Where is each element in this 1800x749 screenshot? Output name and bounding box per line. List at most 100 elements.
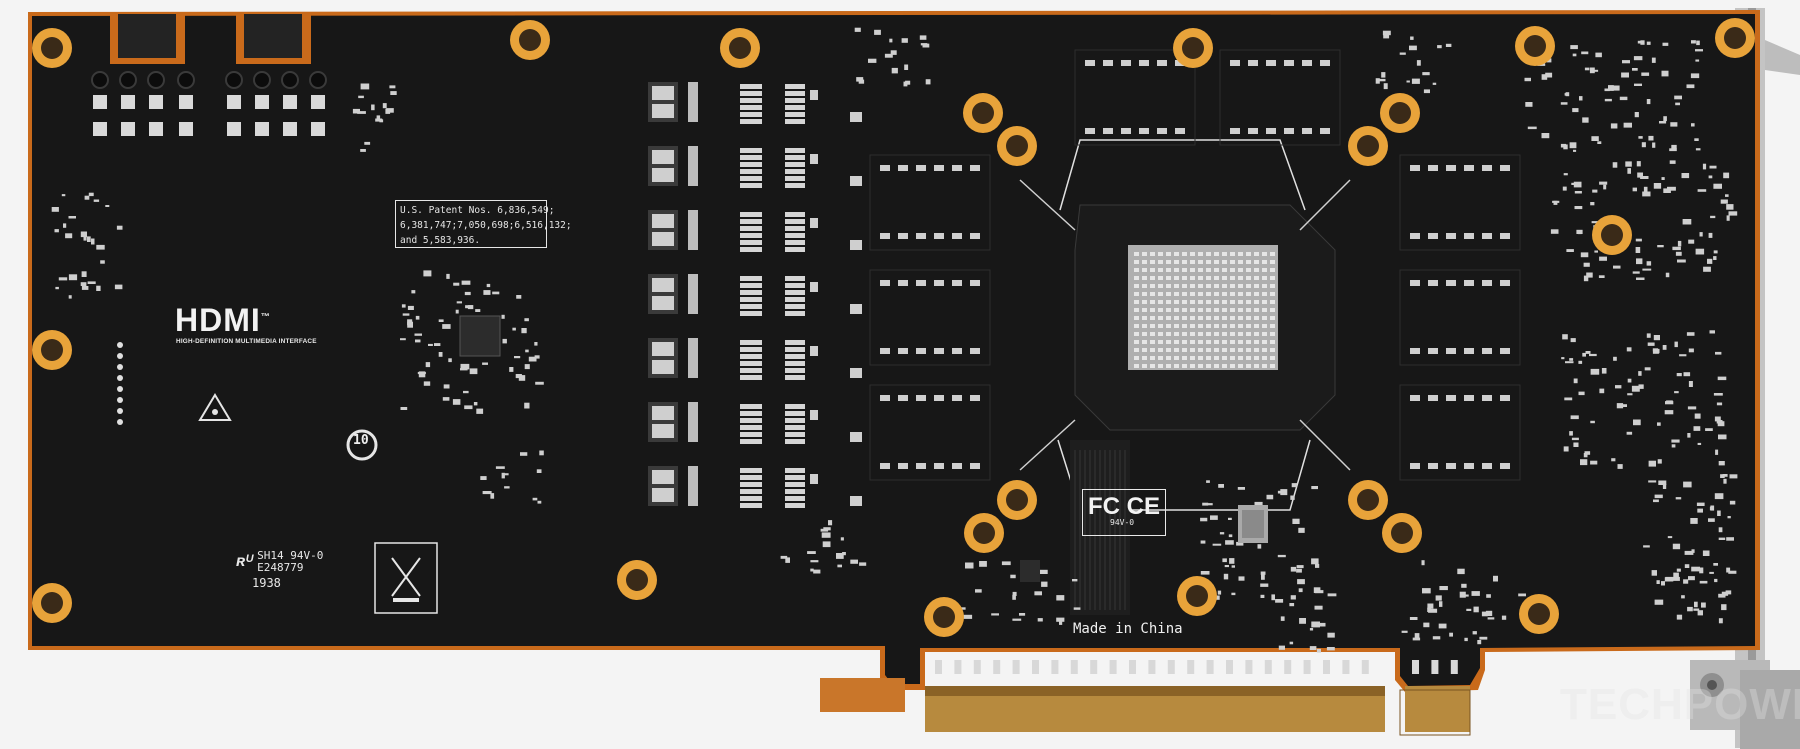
- power-pad: [93, 122, 107, 136]
- smd-pad: [482, 362, 488, 365]
- smd-pad: [1428, 165, 1438, 171]
- smd-pad: [1620, 404, 1627, 407]
- smd-pad: [1640, 40, 1645, 45]
- vrm-resistor: [740, 368, 762, 373]
- smd-pad: [1638, 384, 1644, 389]
- bga-pad: [1254, 364, 1259, 368]
- smd-pad: [1219, 532, 1225, 535]
- smd-pad: [58, 277, 68, 281]
- smd-pad: [1204, 503, 1213, 506]
- vrm-resistor: [785, 311, 805, 316]
- mounting-hole: [626, 569, 648, 591]
- bga-pad: [1230, 276, 1235, 280]
- smd-pad: [884, 53, 893, 58]
- smd-pad: [934, 348, 944, 354]
- smd-pad: [850, 304, 862, 314]
- bga-pad: [1222, 324, 1227, 328]
- smd-pad: [1653, 499, 1659, 503]
- bga-pad: [1254, 308, 1259, 312]
- smd-pad: [1582, 352, 1586, 357]
- smd-pad: [423, 381, 431, 386]
- smd-pad: [1428, 233, 1438, 239]
- smd-pad: [1236, 541, 1244, 546]
- vrm-resistor: [740, 347, 762, 352]
- smd-pad: [473, 402, 478, 406]
- bga-pad: [1166, 316, 1171, 320]
- smd-pad: [1723, 478, 1727, 484]
- mounting-hole: [1528, 603, 1550, 625]
- vrm-resistor: [785, 212, 805, 217]
- smd-pad: [375, 118, 383, 122]
- bga-pad: [1246, 252, 1251, 256]
- smd-pad: [96, 285, 101, 291]
- smd-pad: [401, 304, 406, 308]
- bga-pad: [1206, 324, 1211, 328]
- smd-pad: [68, 216, 76, 219]
- finger-pad: [1450, 660, 1458, 674]
- bga-pad: [1246, 316, 1251, 320]
- bga-pad: [1254, 324, 1259, 328]
- bga-pad: [1198, 268, 1203, 272]
- smd-pad: [1562, 186, 1567, 191]
- bga-pad: [1262, 316, 1267, 320]
- vrm-resistor: [740, 219, 762, 224]
- bga-pad: [1222, 340, 1227, 344]
- bga-pad: [1198, 276, 1203, 280]
- smd-pad: [1667, 186, 1676, 191]
- smd-pad: [407, 319, 413, 326]
- bga-pad: [1134, 332, 1139, 336]
- smd-pad: [1466, 608, 1472, 611]
- smd-pad: [1280, 616, 1285, 621]
- smd-pad: [1718, 593, 1726, 598]
- vrm-resistor: [740, 162, 762, 167]
- bga-pad: [1222, 308, 1227, 312]
- smd-pad: [1472, 631, 1477, 635]
- smd-pad: [1720, 199, 1728, 204]
- smd-pad: [1669, 148, 1677, 152]
- smd-pad: [1636, 161, 1641, 167]
- smd-pad: [100, 260, 105, 264]
- smd-pad: [1292, 518, 1300, 524]
- smd-pad: [961, 607, 966, 610]
- smd-pad: [1676, 373, 1682, 377]
- bga-pad: [1182, 324, 1187, 328]
- smd-pad: [1641, 72, 1650, 76]
- vrm-resistor: [740, 354, 762, 359]
- smd-pad: [1573, 442, 1579, 447]
- vrm-resistor: [785, 162, 805, 167]
- vrm-cap: [688, 466, 698, 506]
- smd-pad: [1619, 96, 1628, 101]
- smd-pad: [1653, 335, 1660, 341]
- mounting-hole: [1006, 135, 1028, 157]
- smd-pad: [1657, 245, 1664, 248]
- smd-pad: [810, 346, 818, 356]
- bga-pad: [1238, 292, 1243, 296]
- smd-pad: [1409, 617, 1418, 620]
- bga-pad: [1150, 276, 1155, 280]
- smd-pad: [1569, 358, 1574, 361]
- smd-pad: [904, 64, 909, 70]
- bga-pad: [1142, 292, 1147, 296]
- vrm-resistor: [785, 148, 805, 153]
- smd-pad: [1601, 368, 1607, 374]
- smd-pad: [898, 165, 908, 171]
- bga-pad: [1214, 276, 1219, 280]
- memory-footprint: [1399, 269, 1521, 366]
- bga-pad: [1166, 324, 1171, 328]
- bga-pad: [1262, 276, 1267, 280]
- bga-pad: [1198, 348, 1203, 352]
- smd-pad: [1599, 388, 1605, 394]
- smd-pad: [1327, 632, 1335, 638]
- smd-pad: [919, 35, 927, 40]
- smd-pad: [1457, 568, 1465, 575]
- bga-pad: [1222, 260, 1227, 264]
- memory-footprint: [869, 384, 991, 481]
- bga-pad: [1190, 340, 1195, 344]
- vrm-resistor: [740, 482, 762, 487]
- bga-pad: [1158, 252, 1163, 256]
- smd-pad: [423, 270, 432, 277]
- smd-pad: [1681, 173, 1690, 179]
- smd-pad: [1651, 570, 1657, 576]
- bga-pad: [1270, 340, 1275, 344]
- smd-pad: [820, 528, 829, 532]
